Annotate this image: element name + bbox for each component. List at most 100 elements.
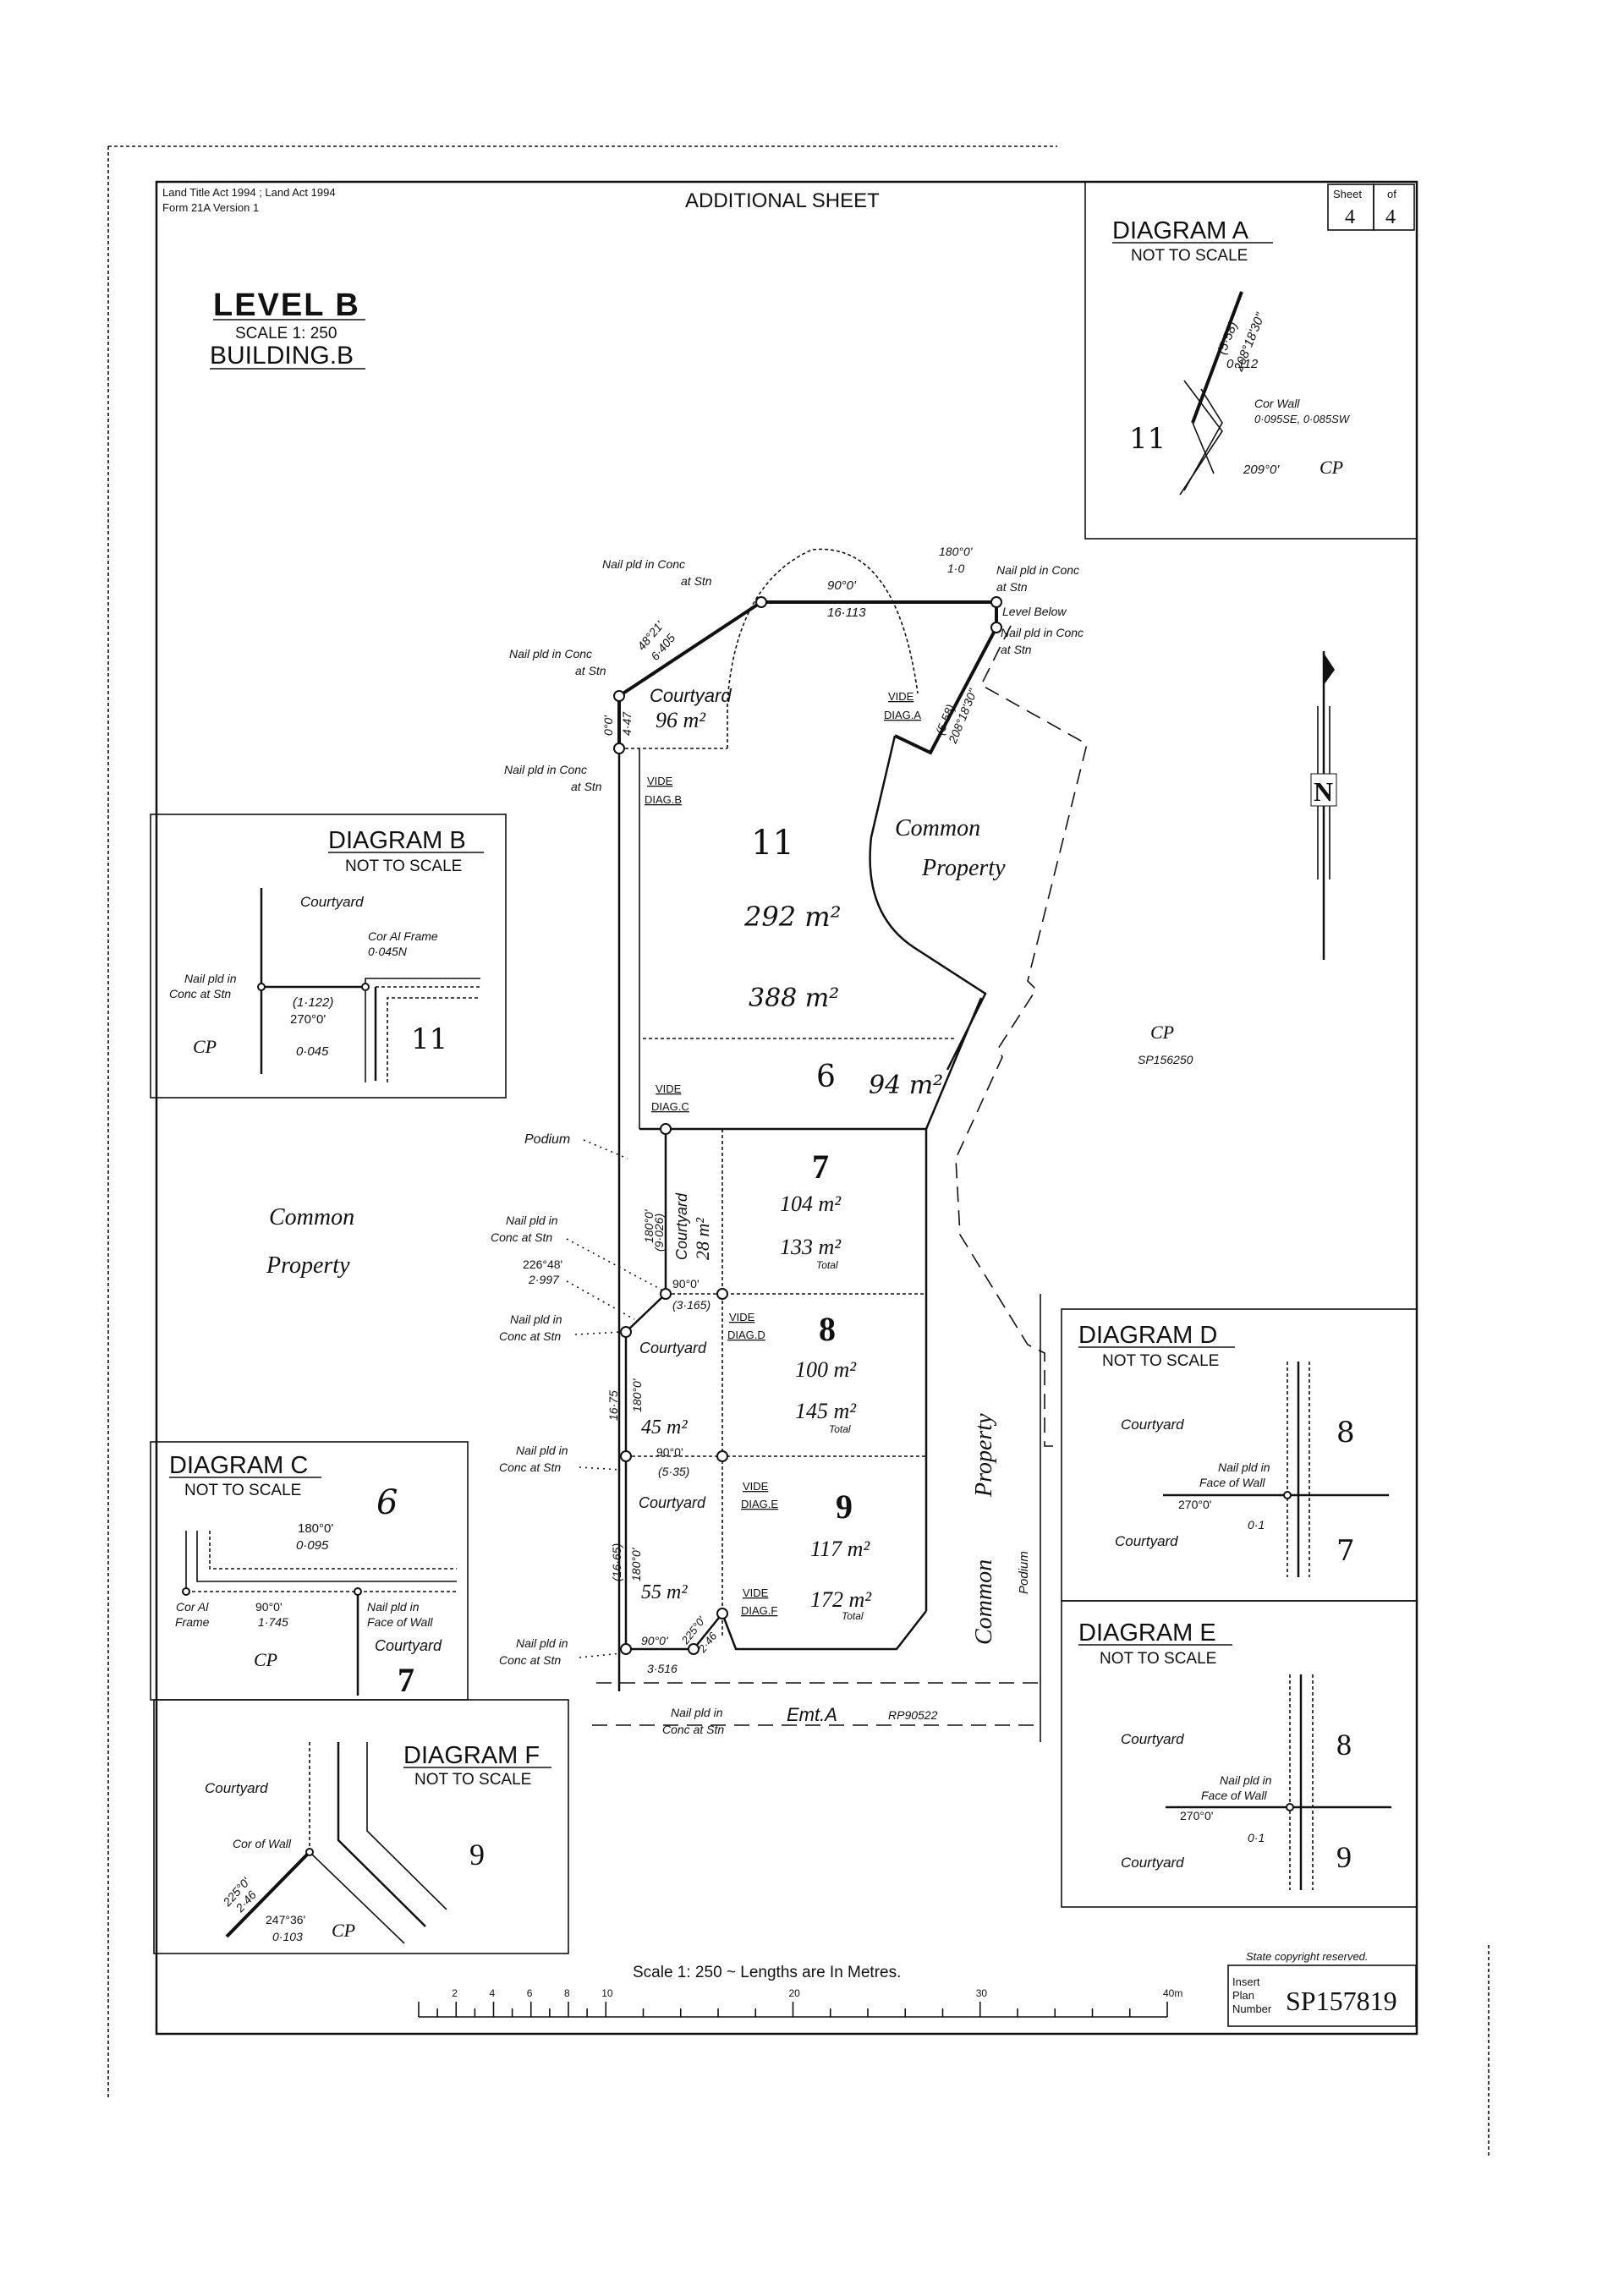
vide-diag-e-1: VIDE (743, 1480, 769, 1493)
survey-mark (660, 1288, 672, 1300)
vide-diag-a-1: VIDE (888, 690, 914, 703)
nail-lot7-leader (566, 1238, 662, 1290)
diagram-c-lot-top: 6 (376, 1483, 398, 1522)
lot7-courtyard-label: Courtyard (673, 1192, 690, 1260)
diagram-d-offset: 0·1 (1248, 1518, 1265, 1532)
vide-diag-b-2: DIAG.B (645, 793, 682, 806)
diagram-c-distance-top: 0·095 (296, 1538, 329, 1553)
survey-mark (613, 690, 625, 702)
diagram-c-frame (150, 1441, 469, 1701)
north-label: N (1314, 776, 1333, 807)
level-below: Level Below (1002, 605, 1067, 618)
diagram-b-distance: (1·122) (293, 995, 333, 1010)
diagram-c: DIAGRAM C NOT TO SCALE 6 180°0' 0·095 Co… (150, 1441, 469, 1701)
vide-diag-f-1: VIDE (743, 1586, 769, 1599)
level-title: LEVEL B (213, 288, 360, 323)
plan-number: SP157819 (1286, 1986, 1397, 2016)
diagram-e: DIAGRAM E NOT TO SCALE Courtyard Courtya… (1061, 1600, 1418, 1908)
nail-lot9-leader (579, 1466, 622, 1471)
easement-label: Emt.A (787, 1704, 837, 1725)
diagram-c-cor-frame-2: Frame (175, 1615, 210, 1629)
diagram-a-title: DIAGRAM A (1112, 217, 1249, 244)
scale-bar-label: 30 (976, 1987, 988, 1999)
diagram-f-subtitle: NOT TO SCALE (414, 1771, 531, 1789)
lot7-distance: (9·026) (652, 1214, 666, 1252)
lot-7-total: 133 m² (780, 1235, 842, 1259)
diagram-c-wall-2 (196, 1531, 457, 1582)
diagram-d: DIAGRAM D NOT TO SCALE Courtyard Courtya… (1061, 1308, 1418, 1602)
lot-7-area: 104 m² (780, 1192, 842, 1216)
of-cell (1373, 184, 1415, 231)
lot-9-bottom (626, 1610, 927, 1651)
diagram-c-cor-frame-mark (182, 1587, 190, 1596)
diagram-a-wall-mid (1179, 380, 1223, 496)
courtyard-11-label: Courtyard (650, 685, 732, 706)
diag-distance: 2·997 (528, 1273, 560, 1286)
diagram-c-cor-frame-1: Cor Al (176, 1600, 209, 1614)
diagram-f-wall-4 (309, 1851, 405, 1944)
diagram-b-wall-1 (365, 978, 480, 1082)
lot7-8-distance: (3·165) (672, 1298, 710, 1312)
lot9-courtyard-label: Courtyard (639, 1494, 706, 1511)
survey-mark (688, 1643, 700, 1655)
diagram-b-offset: 0·045 (296, 1044, 329, 1059)
lot8-courtyard-area: 45 m² (641, 1417, 688, 1438)
sheet-label: Sheet (1333, 188, 1362, 200)
north-arrow: N (1310, 651, 1337, 960)
lot7-courtyard-area: 28 m² (692, 1218, 713, 1260)
scale-label: SCALE 1: 250 (235, 325, 337, 342)
diagram-a-cp: CP (1320, 457, 1343, 478)
diagram-f-cp: CP (332, 1920, 355, 1941)
nail-label-w-1: Nail pld in Conc (504, 763, 587, 776)
lot-8-area: 100 m² (795, 1357, 857, 1382)
diagram-b-frame (150, 814, 507, 1099)
diagram-b-wall-4 (387, 997, 480, 1082)
diagram-c-bearing-top: 180°0' (298, 1521, 333, 1536)
vide-diag-d-1: VIDE (729, 1311, 755, 1323)
lot-11-number: 11 (751, 824, 794, 863)
survey-mark (716, 1288, 728, 1300)
nail-label-lot9-1: Nail pld in (516, 1444, 568, 1457)
vide-diag-c-1: VIDE (656, 1082, 682, 1095)
diagram-d-title: DIAGRAM D (1078, 1322, 1217, 1349)
diagram-d-courtyard-top: Courtyard (1121, 1417, 1184, 1433)
diagram-a-cor-wall-offsets: 0·095SE, 0·085SW (1254, 413, 1351, 425)
diagram-c-courtyard: Courtyard (375, 1637, 442, 1654)
nail-label-e-1: Nail pld in Conc (1001, 626, 1084, 639)
diagram-b-bearing: 270°0' (290, 1012, 326, 1027)
podium-leader (583, 1139, 628, 1159)
courtyard-11-area: 96 m² (656, 708, 706, 732)
podium-vertical-label: Podium (1017, 1551, 1031, 1594)
nail-label-ne-2: at Stn (996, 580, 1028, 594)
nail-label-lot7-2: Conc at Stn (491, 1230, 552, 1244)
survey-mark (990, 622, 1002, 633)
diagram-a: DIAGRAM A NOT TO SCALE (5·58) 208°18'30"… (1084, 181, 1418, 540)
diagram-f-corner (305, 1848, 314, 1856)
diagram-e-nail-1: Nail pld in (1220, 1773, 1272, 1787)
top-bearing: 90°0' (827, 578, 857, 593)
lot-8-number: 8 (819, 1310, 836, 1348)
diagram-f-bearing2: 247°36' (266, 1913, 305, 1926)
scale-note: Scale 1: 250 ~ Lengths are In Metres. (633, 1964, 901, 1981)
diagram-e-courtyard-top: Courtyard (1121, 1731, 1184, 1747)
nail-label-top-1: Nail pld in Conc (602, 557, 685, 571)
lot-11-total: 388 m² (749, 984, 839, 1013)
sheet-title: ADDITIONAL SHEET (685, 189, 880, 212)
diagram-f-courtyard: Courtyard (205, 1780, 268, 1796)
diagram-b-nail-1: Nail pld in (184, 972, 237, 985)
nail-label-s-2: Conc at Stn (499, 1653, 561, 1667)
diagram-b-corner (361, 983, 370, 991)
vide-diag-a-2: DIAG.A (884, 709, 921, 721)
diagram-f: DIAGRAM F NOT TO SCALE Courtyard Cor of … (153, 1699, 569, 1954)
diagram-e-subtitle: NOT TO SCALE (1100, 1650, 1216, 1668)
vide-diag-d-2: DIAG.D (727, 1329, 765, 1341)
sheet-total: 4 (1385, 206, 1396, 228)
vide-diag-f-2: DIAG.F (741, 1604, 777, 1617)
diagram-b-lot: 11 (411, 1022, 447, 1056)
courtyard-11-arc (727, 548, 919, 748)
north-label-box (1310, 773, 1337, 807)
lot-9-total: 172 m² (810, 1587, 872, 1612)
scale-bar-label: 6 (527, 1987, 533, 1999)
nail-label-e-2: at Stn (1001, 643, 1032, 656)
lot8-bearing: 180°0' (630, 1378, 644, 1412)
